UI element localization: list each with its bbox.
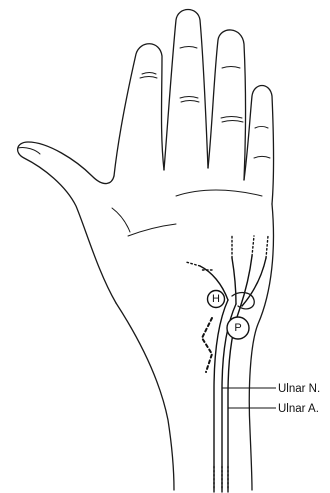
hamate-label: H — [212, 293, 220, 305]
skin-creases — [18, 47, 270, 237]
ulnar-nerve-trunk — [214, 300, 228, 490]
index-finger-outline — [114, 44, 164, 176]
thumb-outline — [18, 142, 116, 303]
distal-palmar-crease — [176, 190, 262, 196]
ulnar-neurovascular-bundle — [186, 236, 268, 492]
middle-finger-outline — [164, 10, 208, 171]
radial-wrist-border — [116, 303, 174, 490]
thenar-crease — [128, 224, 176, 236]
hand-outline — [18, 10, 274, 491]
hamate-bone: H — [208, 291, 225, 308]
ulnar-nerve-label: Ulnar N. — [278, 383, 320, 395]
ring-finger-outline — [208, 30, 246, 180]
pisiform-bone: P — [227, 317, 249, 339]
guyon-canal-outline — [202, 318, 212, 372]
little-finger-outline — [244, 86, 274, 205]
pisiform-label: P — [234, 322, 241, 334]
ulnar-artery-label: Ulnar A. — [278, 403, 319, 415]
